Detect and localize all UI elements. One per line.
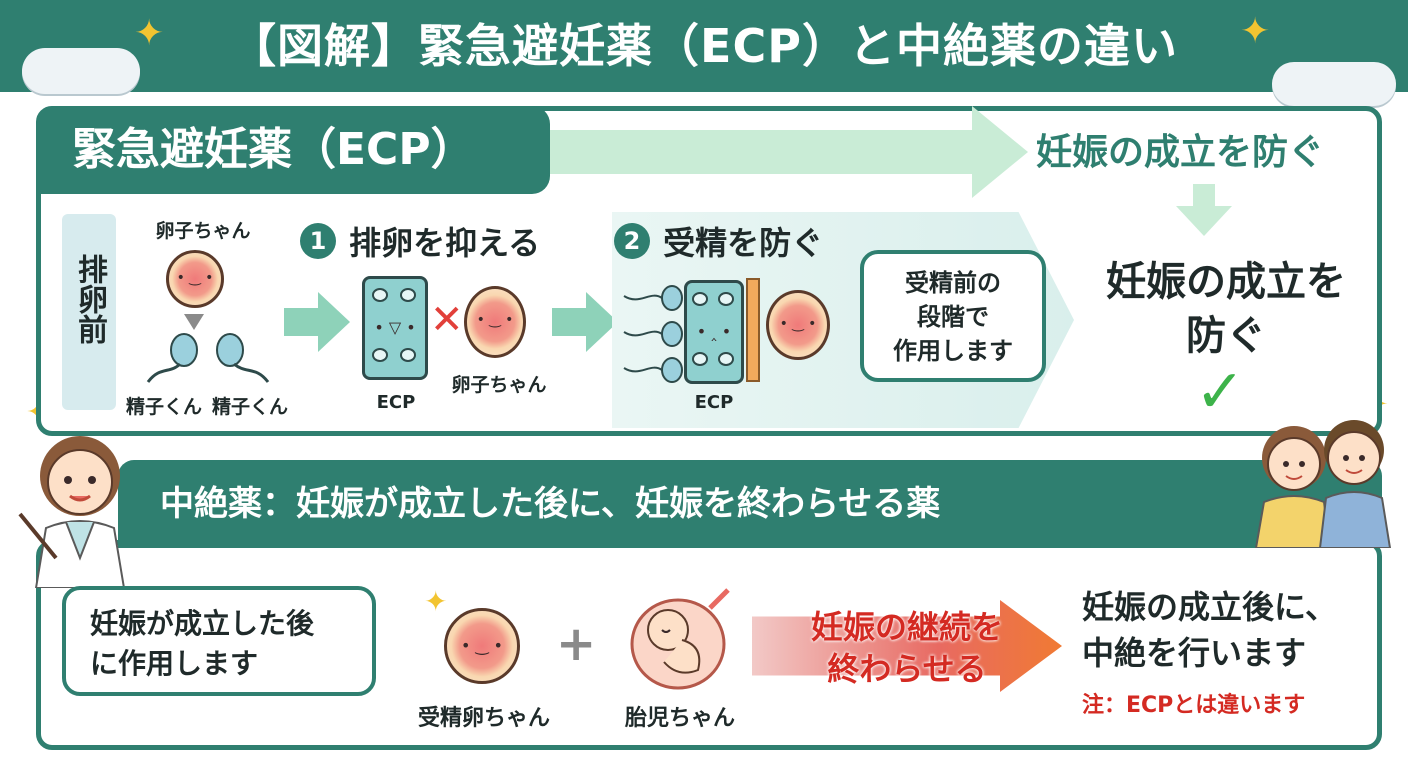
cloud-icon	[1272, 62, 1396, 106]
ecp-result-arrow	[550, 130, 980, 174]
abortion-result-line-1: 妊娠の成立後に、	[1082, 588, 1338, 626]
couple-icon	[1254, 420, 1392, 548]
barrier-icon	[746, 278, 760, 382]
step2-number: 2	[614, 223, 650, 259]
cross-icon: ✕	[430, 297, 464, 343]
pill-dot	[400, 288, 416, 302]
pill-face: • ▽ •	[374, 318, 416, 337]
pill-face: • ‸ •	[696, 322, 732, 341]
pill-dot	[718, 352, 734, 366]
check-icon: ✓	[1194, 357, 1246, 427]
sperm-icon	[146, 333, 198, 383]
step1-pill-label: ECP	[376, 392, 416, 413]
sparkle-icon: ✦	[1240, 11, 1271, 52]
ecp-tab	[36, 106, 550, 194]
pre-ovulation-label: 排卵前	[62, 214, 116, 410]
plus-icon: +	[556, 616, 597, 672]
abortion-tab	[118, 460, 1382, 548]
down-arrowhead	[1176, 206, 1232, 236]
pill-pack-icon	[362, 276, 428, 380]
sperm-icon	[216, 333, 270, 383]
ecp-result-arrowhead	[972, 106, 1028, 198]
egg-label-top: 卵子ちゃん	[155, 220, 251, 242]
doctor-icon	[18, 436, 126, 588]
abortion-result-line-2: 中絶を行います	[1082, 634, 1307, 672]
pill-dot	[372, 288, 388, 302]
ecp-arrow-result-text: 妊娠の成立を防ぐ	[1036, 132, 1325, 173]
header-band	[0, 0, 1408, 92]
abortion-speech-bubble: 妊娠が成立した後 に作用します	[62, 586, 376, 696]
sperm-label-2: 精子くん	[212, 396, 289, 418]
step1-title: 排卵を抑える	[349, 224, 541, 262]
ecp-tab-label: 緊急避妊薬（ECP）	[72, 124, 475, 175]
sperm-label-1: 精子くん	[126, 396, 203, 418]
abortion-note: 注：ECPとは違います	[1082, 693, 1306, 718]
sparkle-icon: ✦	[424, 585, 448, 618]
cloud-icon	[22, 48, 140, 94]
sperm-group-icon	[623, 285, 683, 383]
ecp-result-line-1: 妊娠の成立を	[1106, 259, 1346, 305]
egg-face: • ‿ •	[779, 316, 817, 332]
fertilized-egg-icon	[444, 608, 520, 684]
pill-dot	[718, 292, 734, 306]
ecp-result-line-2: 防ぐ	[1186, 313, 1266, 359]
step1-number: 1	[300, 223, 336, 259]
step2-title: 受精を防ぐ	[663, 224, 824, 262]
page-title: 【図解】緊急避妊薬（ECP）と中絶薬の違い	[230, 19, 1178, 73]
egg-face: • ‿ •	[476, 312, 514, 328]
down-arrow	[1193, 184, 1215, 206]
abortion-tab-label: 中絶薬：妊娠が成立した後に、妊娠を終わらせる薬	[160, 484, 941, 524]
fertilized-egg-label: 受精卵ちゃん	[417, 706, 550, 731]
gray-down-arrow	[184, 314, 204, 330]
step1-title-row: 1 排卵を抑える	[300, 218, 570, 262]
egg-icon	[464, 286, 526, 358]
egg-icon	[766, 290, 830, 360]
fetus-icon	[630, 588, 730, 690]
pill-dot	[372, 348, 388, 362]
sparkle-icon: ✦	[134, 13, 165, 54]
flow-arrow	[284, 308, 320, 336]
egg-face: • ‿ •	[176, 270, 214, 286]
ecp-speech-bubble: 受精前の 段階で 作用します	[860, 250, 1046, 382]
flow-arrow	[552, 308, 588, 336]
egg-icon	[166, 250, 224, 308]
step1-egg-label: 卵子ちゃん	[451, 374, 547, 396]
step2-pill-label: ECP	[694, 392, 734, 413]
abortion-arrow-text-1: 妊娠の継続を	[810, 608, 1003, 646]
egg-face: • ‿ •	[461, 636, 503, 655]
pill-dot	[692, 292, 708, 306]
pill-dot	[692, 352, 708, 366]
abortion-arrow-text-2: 終わらせる	[827, 650, 987, 688]
step2-title-row: 2 受精を防ぐ	[614, 218, 874, 262]
pill-dot	[400, 348, 416, 362]
flow-arrowhead	[318, 292, 350, 352]
fetus-label: 胎児ちゃん	[624, 706, 735, 731]
